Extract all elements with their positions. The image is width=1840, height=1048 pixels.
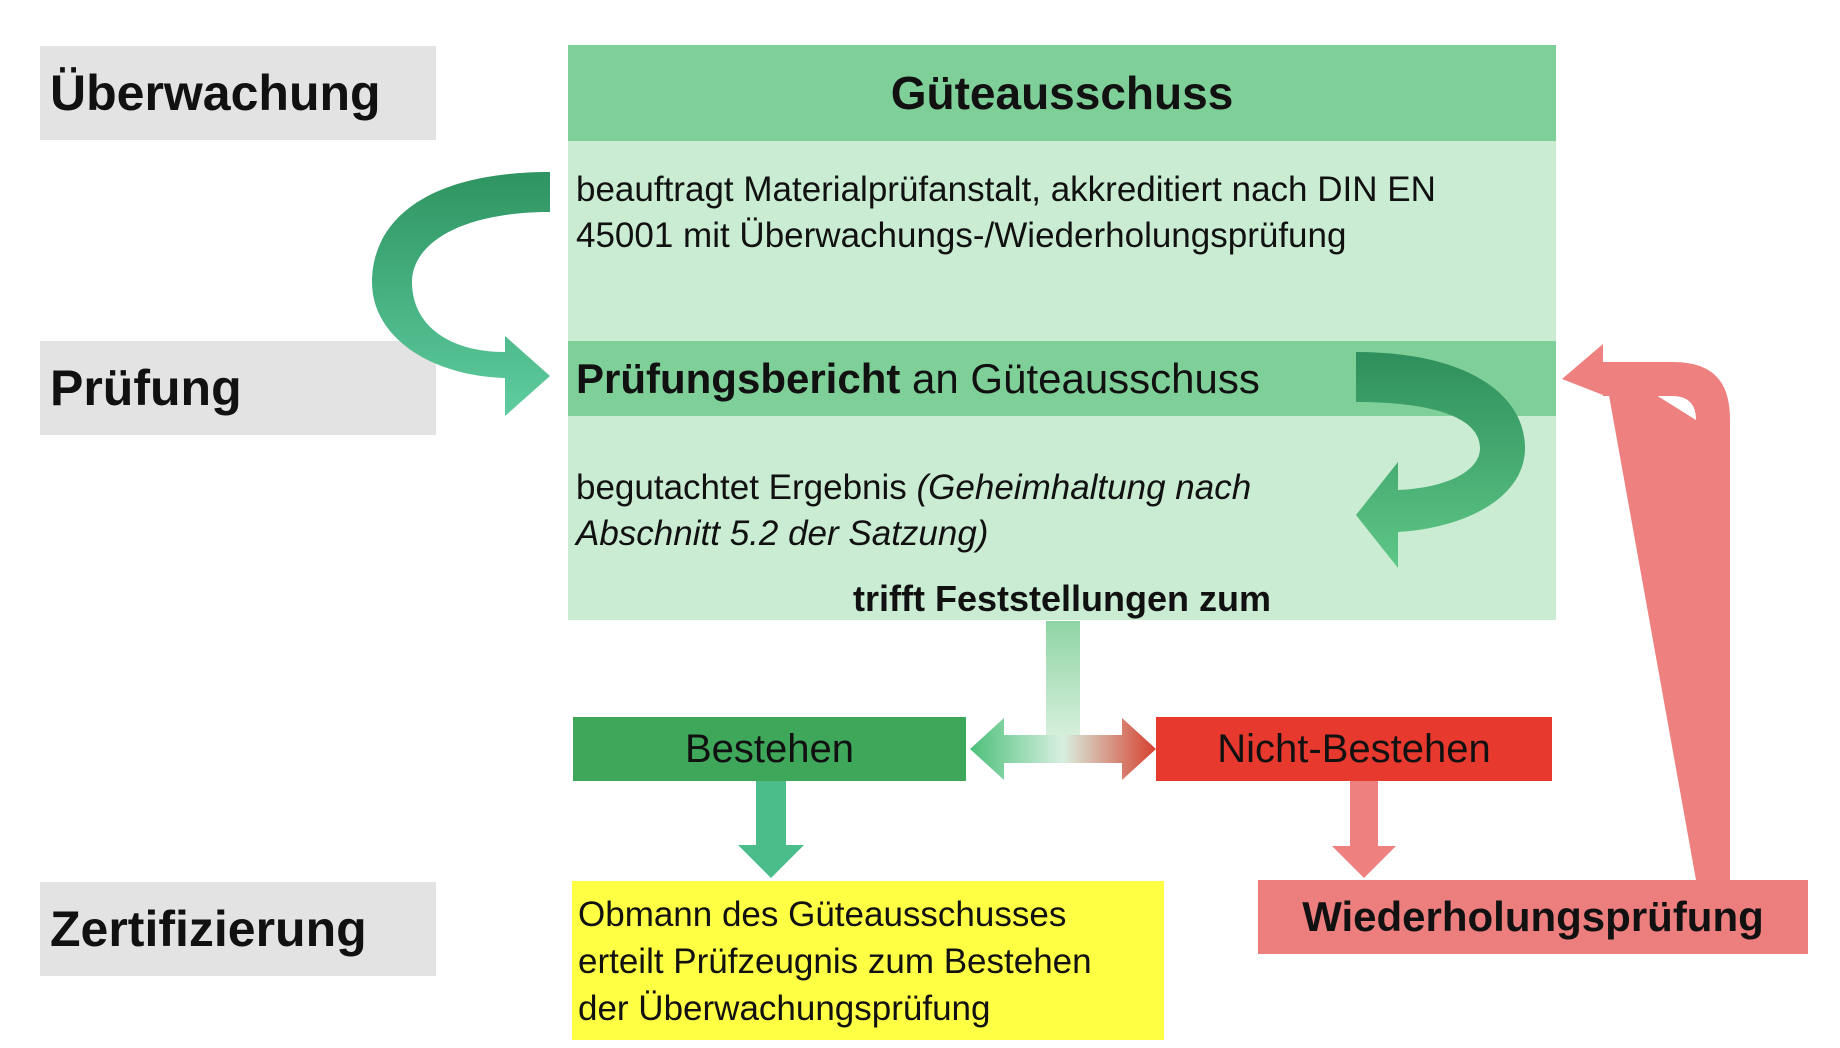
- decision-stem: [1046, 621, 1080, 751]
- retest-loop-arrow: [1562, 344, 1730, 880]
- evaluation-note-line-2: Abschnitt 5.2 der Satzung): [576, 514, 989, 553]
- pass-down-arrow: [738, 781, 804, 878]
- split-arrow: [970, 718, 1156, 780]
- fail-box: Nicht-Bestehen: [1156, 717, 1552, 781]
- phase-label-monitoring: Überwachung: [40, 46, 436, 140]
- certificate-line-2: erteilt Prüfzeugnis zum Bestehen: [578, 942, 1092, 981]
- curved-arrow-to-report: [372, 172, 550, 416]
- retest-box: Wiederholungsprüfung: [1258, 880, 1808, 954]
- report-label-bold: Prüfungsbericht: [576, 354, 901, 402]
- report-label-rest: an Güteausschuss: [900, 354, 1260, 402]
- commission-line-2: 45001 mit Überwachungs-/Wiederholungsprü…: [576, 216, 1347, 255]
- phase-label-certification: Zertifizierung: [40, 882, 436, 976]
- certificate-line-1: Obmann des Güteausschusses: [578, 895, 1067, 934]
- commission-text: beauftragt Materialprüfanstalt, akkredit…: [576, 167, 1546, 259]
- certificate-line-3: der Überwachungsprüfung: [578, 989, 991, 1028]
- committee-title: Güteausschuss: [568, 45, 1556, 141]
- evaluation-note-line-1: (Geheimhaltung nach: [916, 468, 1252, 507]
- pass-box: Bestehen: [573, 717, 966, 781]
- findings-text: trifft Feststellungen zum: [852, 578, 1271, 619]
- phase-label-testing: Prüfung: [40, 341, 436, 435]
- evaluation-plain: begutachtet Ergebnis: [576, 468, 917, 507]
- commission-line-1: beauftragt Materialprüfanstalt, akkredit…: [576, 170, 1436, 209]
- evaluation-text: begutachtet Ergebnis (Geheimhaltung nach…: [576, 465, 1396, 557]
- fail-down-arrow: [1332, 781, 1396, 878]
- curved-arrow-to-evaluation: [1356, 352, 1525, 568]
- certificate-box: Obmann des Güteausschusses erteilt Prüfz…: [572, 881, 1164, 1040]
